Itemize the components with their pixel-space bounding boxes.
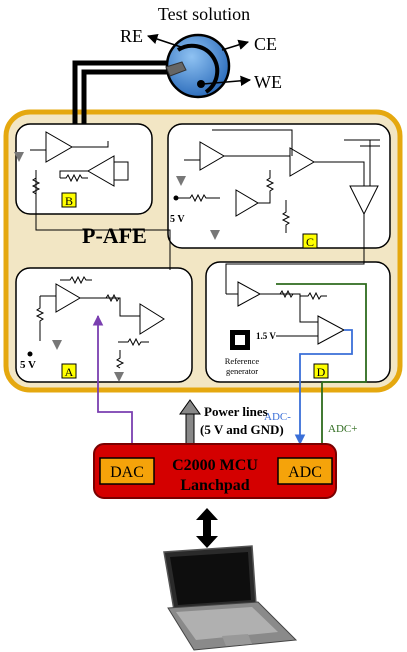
ref-caption-1: Reference <box>225 356 260 366</box>
mcu-title-2: Lanchpad <box>180 477 249 494</box>
ce-arrow <box>221 39 250 51</box>
block-b: B <box>14 123 153 215</box>
adc-minus-label: ADC- <box>264 411 291 423</box>
power-line-1: Power lines <box>204 404 268 419</box>
ce-label: CE <box>254 34 277 54</box>
block-b-label: B <box>65 194 73 208</box>
dac-port <box>99 457 155 485</box>
adc-plus-line <box>276 283 367 383</box>
afe-label: P-AFE <box>82 223 147 248</box>
ref-caption-2: generator <box>226 366 258 376</box>
adc-port <box>277 457 333 485</box>
block-c: 5 V C <box>167 123 391 262</box>
ref-voltage: 1.5 V <box>256 331 276 341</box>
power-line-2: (5 V and GND) <box>200 422 284 437</box>
block-a-supply: 5 V <box>20 359 36 371</box>
test-solution-label: Test solution <box>158 4 250 24</box>
re-arrow <box>147 34 185 49</box>
interconnect-wires <box>35 178 365 294</box>
usb-link-arrow <box>196 508 218 548</box>
re-label: RE <box>120 26 143 46</box>
adc-label: ADC <box>288 464 322 481</box>
adc-plus-label: ADC+ <box>328 423 357 435</box>
block-c-label: C <box>306 235 314 249</box>
power-arrow <box>179 399 201 445</box>
dac-label: DAC <box>110 464 144 481</box>
we-arrow <box>202 75 252 87</box>
block-c-supply: 5 V <box>170 214 185 225</box>
we-label: WE <box>254 72 282 92</box>
block-d: 1.5 V Reference generator D <box>205 261 391 383</box>
block-d-label: D <box>317 365 326 379</box>
block-a-label: A <box>65 365 74 379</box>
laptop-icon <box>163 545 298 651</box>
block-a: 5 V A <box>15 267 193 383</box>
dac-line <box>92 314 133 460</box>
electrochemical-cell <box>165 33 231 99</box>
adc-minus-line <box>294 329 353 446</box>
mcu-title-1: C2000 MCU <box>172 457 258 474</box>
